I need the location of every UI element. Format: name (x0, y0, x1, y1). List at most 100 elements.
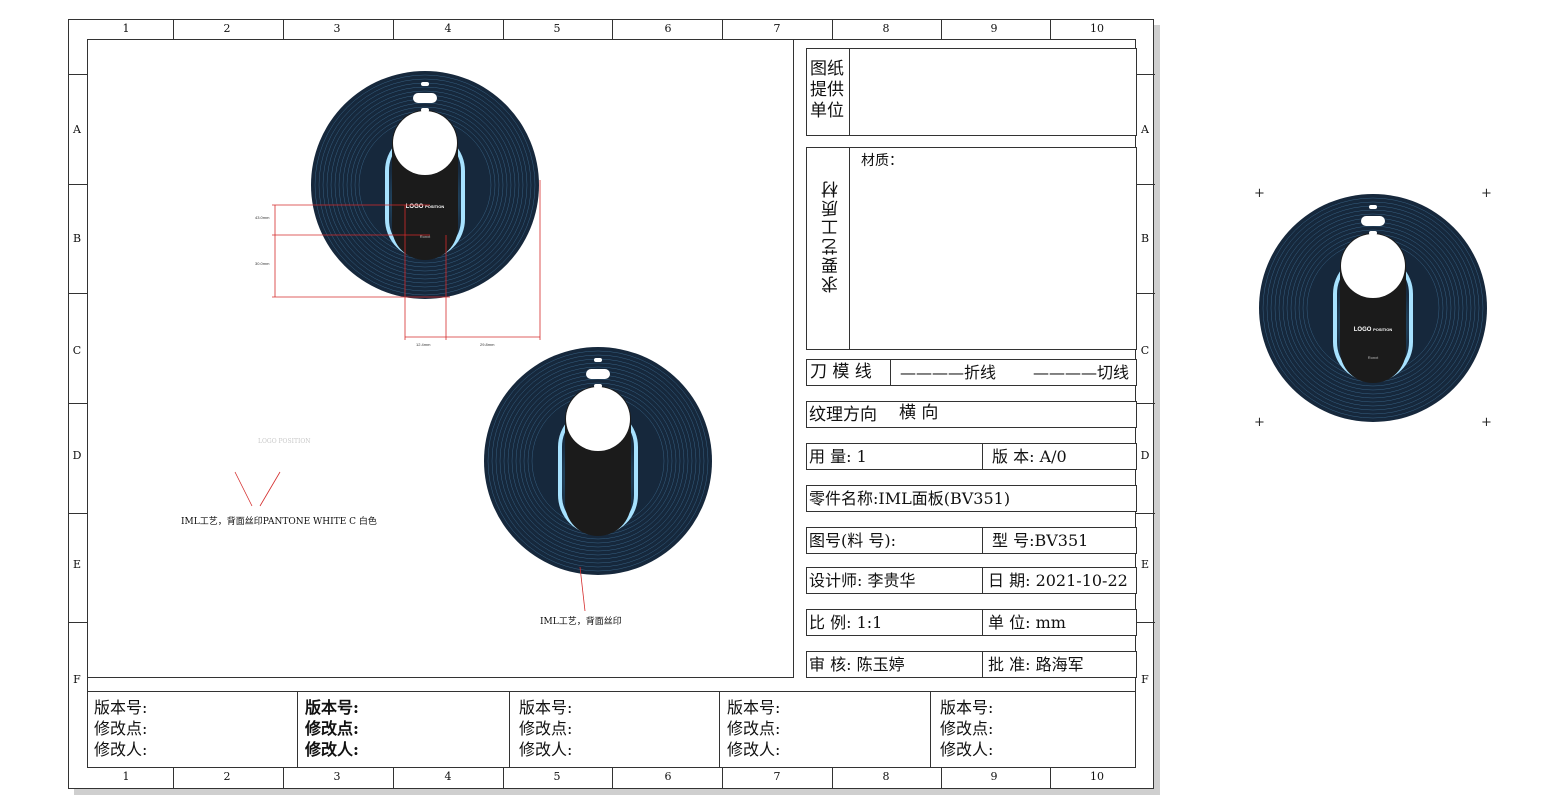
tick (68, 74, 87, 75)
revision-entry: 版本号: 修改点: 修改人: (305, 697, 359, 760)
col-number: 7 (773, 770, 781, 783)
faint-logo-position: LOGO POSITION (258, 438, 311, 445)
col-number: 3 (333, 770, 341, 783)
reviewer-field: 审 核: 陈玉婷 (809, 655, 905, 674)
tick (68, 622, 87, 623)
col-number: 1 (122, 770, 130, 783)
brand-text: Ronxt (420, 234, 431, 239)
tick (173, 768, 174, 788)
leader-lines (234, 471, 281, 507)
fold-line-label: ————折线 (900, 363, 997, 382)
col-number: 1 (122, 22, 130, 35)
drawing-number-row: 图号(料 号): 型 号:BV351 (806, 527, 1137, 554)
revision-person: 修改人: (727, 740, 781, 759)
scale-field: 比 例: 1:1 (809, 613, 883, 632)
row-letter: E (72, 558, 82, 571)
tick (612, 19, 613, 39)
revision-entry: 版本号: 修改点: 修改人: (94, 697, 147, 760)
version-field: 版 本: A/0 (992, 447, 1067, 466)
logo-text: LOGO POSITION (1354, 327, 1393, 333)
material-label: 材质： (861, 153, 903, 169)
die-line-label: 刀 模 线 (810, 362, 872, 382)
col-number: 4 (444, 22, 452, 35)
registration-mark-icon: + (1481, 186, 1492, 201)
row-letter: B (72, 232, 82, 245)
tick (722, 768, 723, 788)
back-panel-disc (483, 346, 713, 576)
drawing-number-field: 图号(料 号): (809, 531, 896, 550)
tick (941, 19, 942, 39)
designer-field: 设计师: 李贵华 (809, 571, 916, 590)
grain-value: 横 向 (899, 403, 939, 423)
revision-divider (930, 691, 931, 768)
preview-panel-disc: LOGO POSITION Ronxt (1258, 193, 1488, 423)
col-number: 10 (1090, 22, 1104, 35)
tick (1136, 403, 1155, 404)
row-letter: C (1140, 344, 1150, 357)
revision-person: 修改人: (94, 740, 148, 759)
cut-line-label: ————切线 (1033, 363, 1130, 382)
revision-person: 修改人: (305, 740, 359, 759)
tick (393, 768, 394, 788)
tick (393, 19, 394, 39)
quantity-row: 用 量: 1 版 本: A/0 (806, 443, 1137, 470)
date-field: 日 期: 2021-10-22 (988, 571, 1128, 590)
brand-text: Ronxt (1368, 355, 1379, 360)
row-letter: F (73, 673, 81, 686)
col-number: 5 (553, 770, 561, 783)
material-box: 求要艺工质材 材质： (806, 147, 1137, 350)
part-name-field: 零件名称:IML面板(BV351) (809, 489, 1011, 508)
row-letter: F (1141, 673, 1149, 686)
tick (68, 293, 87, 294)
tick (612, 768, 613, 788)
col-number: 6 (664, 22, 672, 35)
row-letter: D (72, 449, 82, 462)
revision-person: 修改人: (940, 740, 994, 759)
logo-text: LOGO POSITION (406, 204, 445, 210)
model-number-field: 型 号:BV351 (992, 531, 1089, 550)
front-process-note: IML工艺，背面丝印PANTONE WHITE C 白色 (181, 517, 377, 527)
col-number: 9 (990, 22, 998, 35)
back-leader-line (579, 566, 586, 612)
col-number: 5 (553, 22, 561, 35)
col-number: 2 (223, 22, 231, 35)
grain-label: 纹理方向 (809, 405, 877, 425)
revision-version: 版本号: (519, 698, 573, 717)
approval-row: 审 核: 陈玉婷 批 准: 路海军 (806, 651, 1137, 678)
col-number: 9 (990, 770, 998, 783)
supplier-label: 图纸提供单位 (810, 59, 844, 121)
registration-mark-icon: + (1254, 415, 1265, 430)
revision-version: 版本号: (94, 698, 148, 717)
tick (283, 19, 284, 39)
tick (68, 513, 87, 514)
revision-version: 版本号: (940, 698, 994, 717)
col-number: 8 (882, 22, 890, 35)
revision-change: 修改点: (519, 719, 573, 738)
col-number: 2 (223, 770, 231, 783)
tick (1136, 622, 1155, 623)
tick (1136, 74, 1155, 75)
back-process-note: IML工艺，背面丝印 (540, 617, 622, 627)
col-number: 8 (882, 770, 890, 783)
tick (832, 768, 833, 788)
revision-person: 修改人: (519, 740, 573, 759)
registration-mark-icon: + (1254, 186, 1265, 201)
tick (1136, 293, 1155, 294)
front-panel-disc: LOGO POSITION Ronxt (310, 70, 540, 300)
revision-version: 版本号: (305, 698, 359, 717)
tick (941, 768, 942, 788)
row-letter: B (1140, 232, 1150, 245)
tick (173, 19, 174, 39)
designer-row: 设计师: 李贵华 日 期: 2021-10-22 (806, 567, 1137, 594)
row-letter: A (73, 123, 81, 136)
tick (503, 768, 504, 788)
dimension-label: 30.0mm (255, 261, 270, 266)
unit-field: 单 位: mm (988, 613, 1066, 632)
dimension-label: 43.0mm (255, 215, 270, 220)
revision-change: 修改点: (940, 719, 994, 738)
registration-mark-icon: + (1481, 415, 1492, 430)
tick (68, 403, 87, 404)
revision-change: 修改点: (727, 719, 781, 738)
revision-entry: 版本号: 修改点: 修改人: (519, 697, 572, 760)
revision-version: 版本号: (727, 698, 781, 717)
